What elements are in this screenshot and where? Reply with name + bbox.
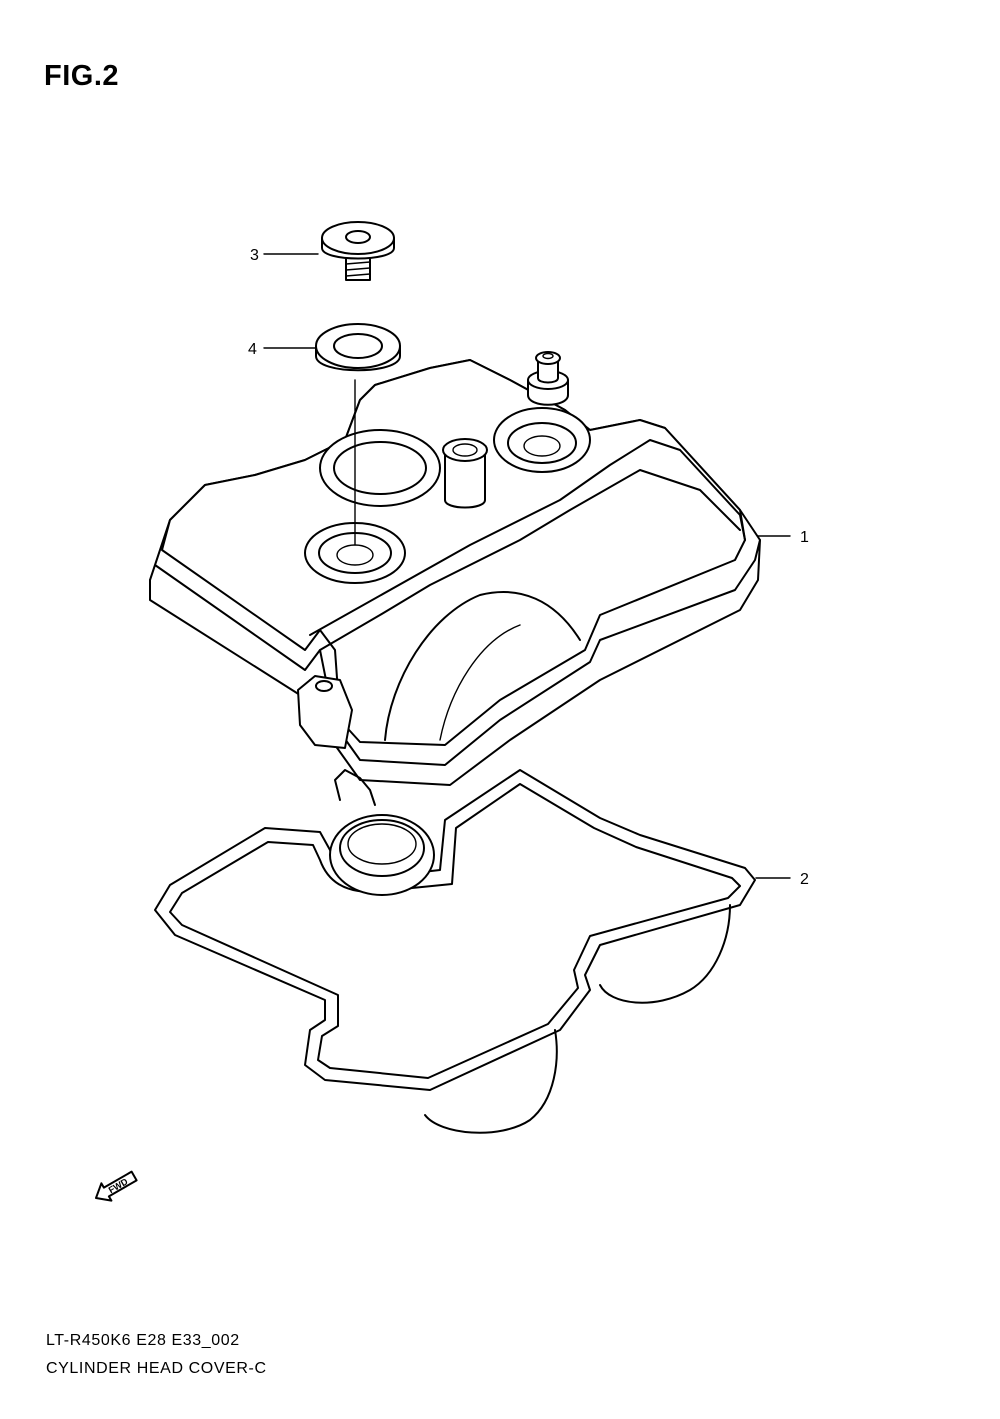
cover-ridge-top [309, 439, 746, 636]
diagram-name: CYLINDER HEAD COVER-C [46, 1360, 267, 1377]
cover-side-boss-hole [315, 680, 333, 692]
bolt-seal-washer [263, 323, 401, 372]
bolt-hex-socket-icon [345, 230, 371, 244]
gasket-plug-ring-inner [339, 819, 425, 877]
head-cover-gasket [154, 769, 791, 1134]
callout-4: 4 [248, 341, 257, 358]
gasket-tab [334, 769, 376, 806]
cover-flange-lip-right [334, 539, 761, 786]
callout-3: 3 [250, 247, 259, 264]
cover-center-tube [444, 449, 486, 509]
gasket-inner-edge [169, 783, 741, 1079]
cover-bolt [263, 221, 395, 281]
cover-side-boss [297, 675, 353, 749]
callout-1: 1 [800, 529, 809, 546]
diagram-model-code: LT-R450K6 E28 E33_002 [46, 1332, 240, 1349]
cover-spark-plug-port-inner [333, 441, 427, 495]
cover-center-tube-top [442, 438, 488, 462]
fwd-marker: FWD [95, 1170, 138, 1202]
gasket-dome-right [599, 904, 731, 1004]
bolt-thread-1 [345, 261, 371, 265]
bolt-thread-3 [345, 273, 371, 277]
callout-2: 2 [800, 871, 809, 888]
bolt-head-top [321, 221, 395, 255]
gasket-plug-ring-hole [347, 823, 417, 865]
breather-bore [542, 352, 554, 360]
cover-dome-curve [384, 591, 581, 741]
figure-title: FIG.2 [44, 60, 120, 92]
gasket-plug-ring-outer [329, 814, 435, 896]
cover-center-tube-bore [452, 443, 478, 457]
cover-rear-port-bore [523, 435, 561, 457]
cover-dome-curve-inner [439, 624, 521, 741]
gasket-dome-left [424, 1029, 558, 1134]
washer-hole [333, 333, 383, 359]
forward-arrow-icon [95, 1170, 138, 1202]
cylinder-head-cover [149, 351, 791, 786]
bolt-thread-2 [345, 267, 371, 271]
cover-ridge-lower [319, 469, 741, 651]
cover-rear-port-inner [507, 422, 577, 464]
washer-top [315, 323, 401, 369]
cover-upper-body [161, 359, 746, 746]
gasket-outer-edge [154, 769, 756, 1091]
cover-rear-port [493, 407, 591, 473]
